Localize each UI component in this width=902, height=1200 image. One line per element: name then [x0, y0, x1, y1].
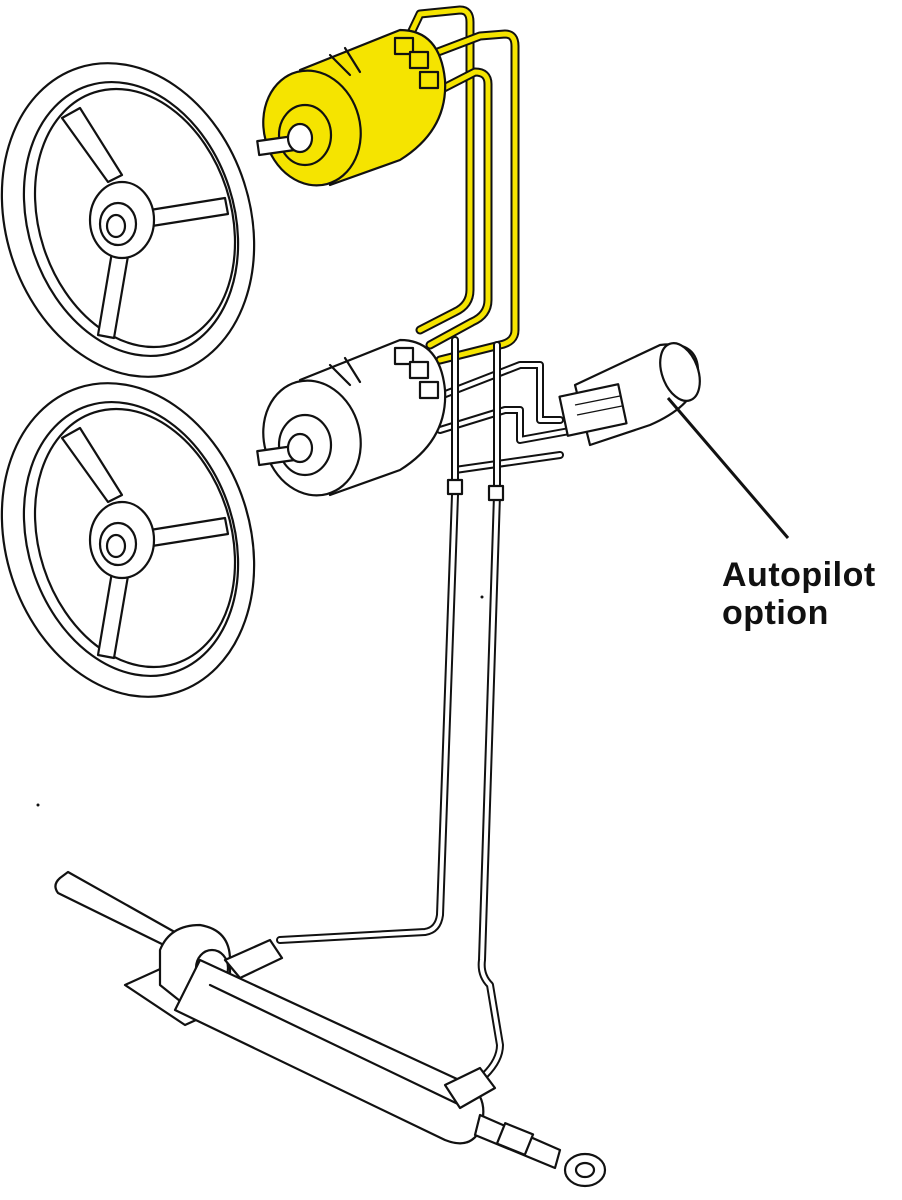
lower-steering-wheel	[0, 382, 256, 698]
upper-helm-pump	[256, 28, 447, 187]
autopilot-label-line2: option	[722, 594, 829, 632]
lower-helm-pump	[256, 338, 447, 497]
autopilot-leader-line	[666, 397, 790, 539]
upper-helm-hydraulic-lines	[405, 5, 520, 365]
autopilot-label-line1: Autopilot	[722, 556, 876, 594]
autopilot-option-label: Autopilot option	[722, 556, 876, 632]
autopilot-pump	[558, 342, 701, 447]
steering-cylinder	[54, 870, 607, 1188]
main-hydraulic-lines	[276, 336, 505, 1079]
upper-steering-wheel	[0, 62, 256, 378]
autopilot-lines	[426, 361, 579, 474]
